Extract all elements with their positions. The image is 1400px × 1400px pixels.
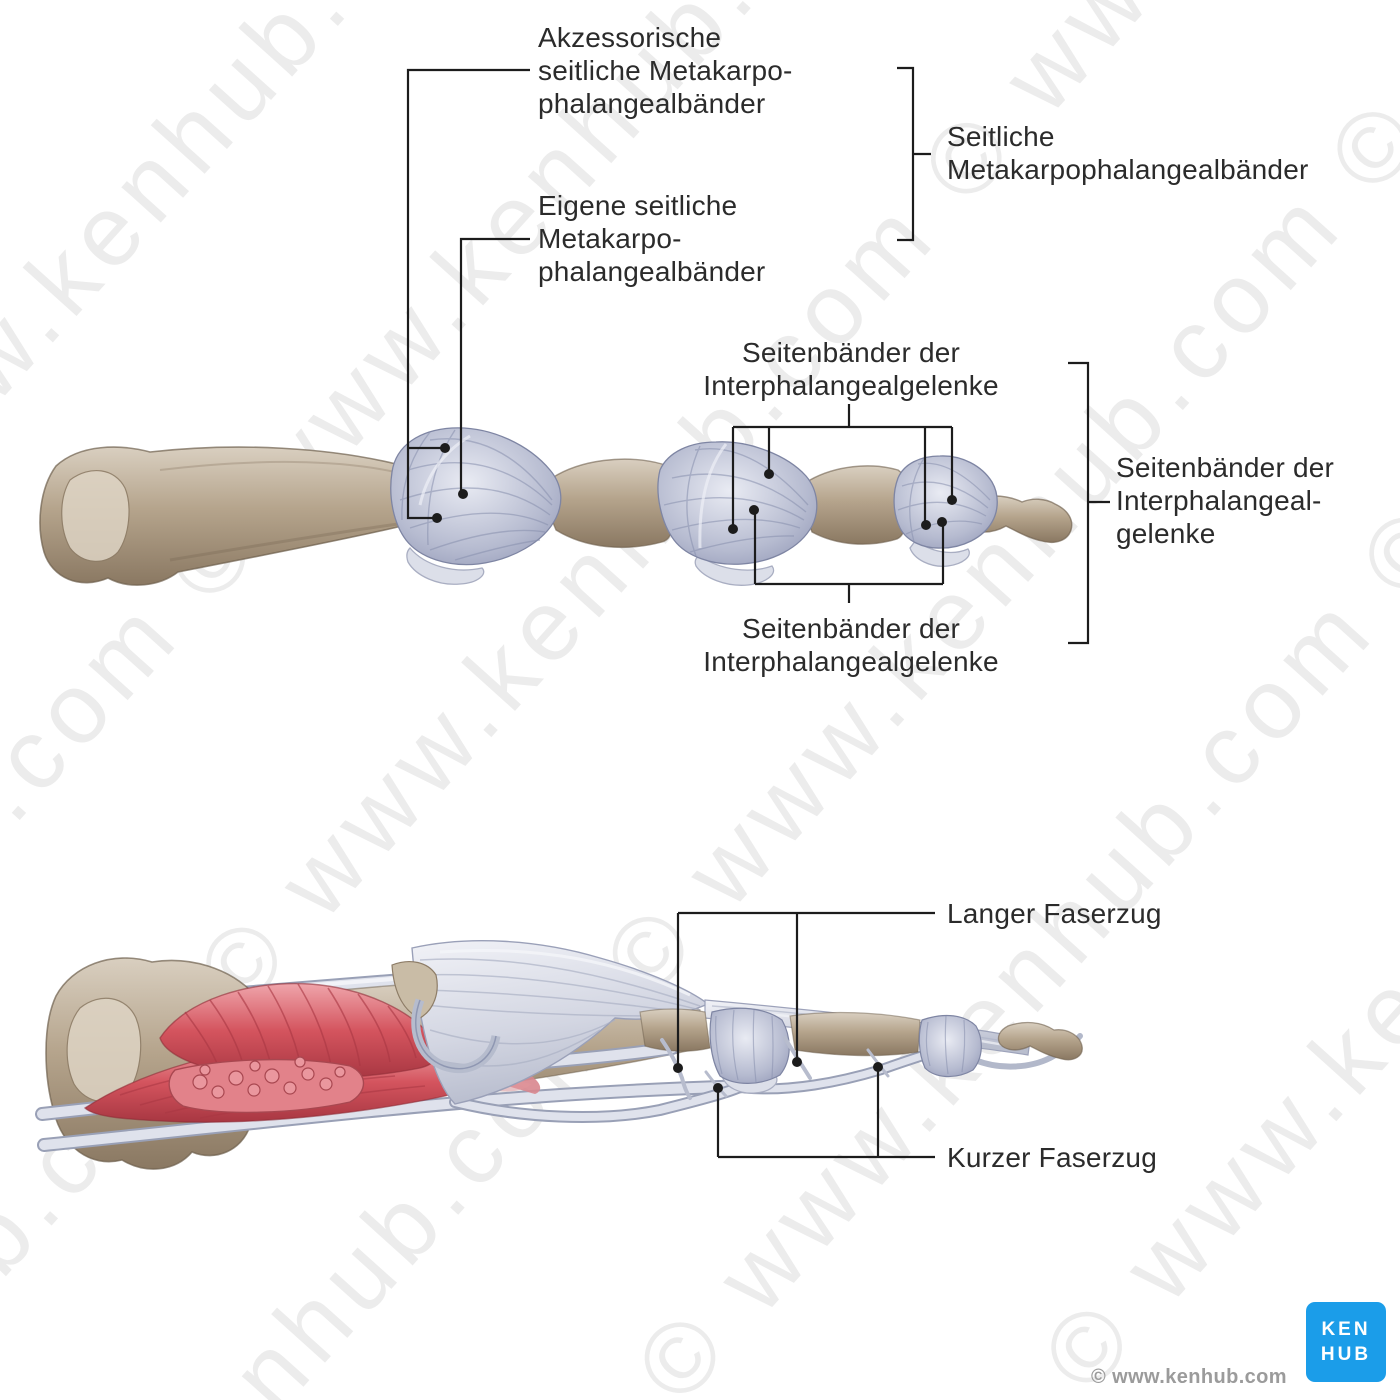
muscle-cross-section [192, 1056, 346, 1099]
label-accessory-mcp-ligaments: Akzessorische seitliche Metakarpo- phala… [538, 22, 793, 119]
label-kurzer-faserzug: Kurzer Faserzug [947, 1142, 1157, 1173]
label-ip-collaterals-bottom: Seitenbänder der Interphalangealgelenke [703, 613, 999, 677]
pip-ligament-bottom [709, 1007, 790, 1094]
faserzug-figure [35, 940, 1083, 1170]
label-langer-faserzug: Langer Faserzug [947, 898, 1162, 929]
middle-phalanx-bone [805, 465, 905, 545]
ligaments-figure [39, 427, 1073, 586]
mcp-collateral-ligament [390, 427, 562, 585]
proximal-phalanx-bone [547, 458, 672, 549]
metacarpal-bone [39, 446, 404, 586]
phalanx-bones-bottom [639, 1008, 1083, 1061]
label-ip-collaterals-top: Seitenbänder der Interphalangealgelenke [703, 337, 999, 401]
kenhub-logo-line1: KEN [1321, 1319, 1371, 1340]
leader-dots [432, 443, 957, 1093]
kenhub-logo: KEN HUB [1306, 1302, 1386, 1382]
leader-lines [406, 66, 1110, 1159]
pip-collateral-ligament [657, 441, 818, 586]
label-ip-collaterals-right: Seitenbänder der Interphalangeal- gelenk… [1116, 452, 1335, 549]
label-proper-mcp-ligaments: Eigene seitliche Metakarpo- phalangealbä… [538, 190, 766, 287]
kenhub-logo-line2: HUB [1320, 1344, 1372, 1365]
copyright-text: © www.kenhub.com [1091, 1366, 1287, 1388]
dip-ligament-bottom [918, 1014, 982, 1078]
dip-collateral-ligament [893, 455, 998, 567]
label-lateral-mcp-ligaments-group: Seitliche Metakarpophalangealbänder [947, 121, 1309, 185]
